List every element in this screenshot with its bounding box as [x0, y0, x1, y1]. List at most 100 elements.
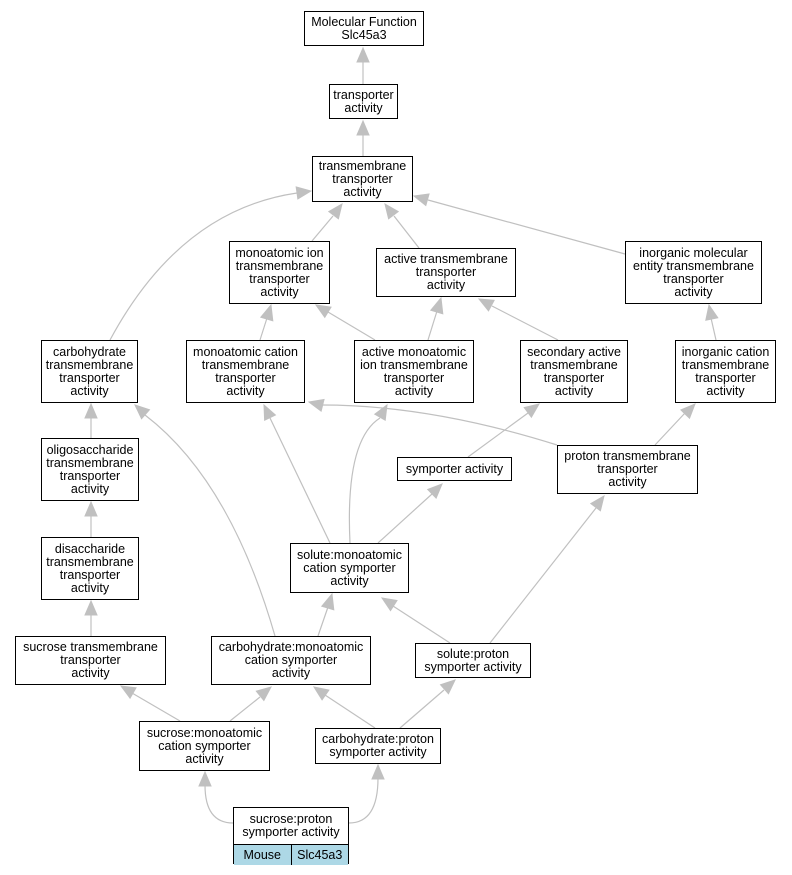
node-monoatomic-ion-transmembrane-transporter-activity: monoatomic ion transmembrane transporter… — [229, 241, 330, 304]
edge-tmta-to-ta — [356, 119, 370, 156]
node-sucrose-transmembrane-transporter-activity: sucrose transmembrane transporter activi… — [15, 636, 166, 685]
node-inorganic-molecular-entity-transmembrane-transporter-activity: inorganic molecular entity transmembrane… — [625, 241, 762, 304]
edge-arrowhead — [426, 483, 443, 500]
node-inorganic-cation-transmembrane-transporter-activity: inorganic cation transmembrane transport… — [675, 340, 776, 403]
edge-line — [377, 493, 433, 544]
edge-cmcs-to-smcs — [317, 592, 335, 637]
edge-icta-to-imeta — [705, 303, 719, 341]
node-active-transmembrane-transporter-activity: active transmembrane transporter activit… — [376, 248, 516, 297]
edge-leaf-to-cps — [348, 763, 385, 824]
edge-amita-to-acta — [427, 296, 444, 341]
edge-arrowhead — [255, 686, 272, 702]
edge-smcs-to-mcta — [263, 403, 331, 544]
edge-smcs-to-amita — [348, 403, 388, 544]
edge-sumcs-to-cmcs — [229, 686, 272, 722]
node-molecular-function: Molecular Function Slc45a3 — [304, 11, 424, 46]
edge-line — [144, 414, 276, 637]
edge-line — [393, 215, 420, 249]
edge-imeta-to-tmta — [412, 193, 626, 255]
edge-arrowhead — [198, 770, 212, 787]
edge-line — [109, 192, 298, 341]
edge-sym-to-sata — [467, 403, 541, 458]
gene-cell: Slc45a3 — [290, 845, 348, 865]
edge-arrowhead — [134, 404, 151, 420]
edge-arrowhead — [312, 686, 330, 701]
edge-arrowhead — [356, 46, 370, 63]
edge-arrowhead — [589, 494, 605, 512]
edge-line — [327, 311, 376, 341]
edge-line — [399, 689, 445, 729]
edge-cps-to-cmcs — [312, 686, 376, 729]
leaf-term-label: sucrose:proton symporter activity — [242, 812, 340, 839]
edge-line — [427, 310, 438, 341]
edge-sps-to-ptta — [489, 494, 605, 644]
node-proton-transmembrane-transporter-activity: proton transmembrane transporter activit… — [557, 445, 698, 494]
edge-sata-to-acta — [477, 298, 559, 341]
edge-suta-to-dita — [84, 599, 98, 636]
edge-arrowhead — [705, 303, 719, 321]
node-carbohydrate-transmembrane-transporter-activity: carbohydrate transmembrane transporter a… — [41, 340, 138, 403]
edge-line — [204, 784, 234, 824]
edge-arrowhead — [84, 599, 98, 616]
edge-line — [489, 507, 597, 644]
edge-chta-to-tmta — [109, 186, 313, 341]
edge-mcta-to-mita — [259, 303, 274, 341]
edge-arrowhead — [307, 398, 325, 413]
node-sucrose-proton-symporter-activity: sucrose:proton symporter activity Mouse … — [233, 807, 349, 865]
edge-arrowhead — [679, 403, 696, 420]
edge-line — [259, 317, 268, 341]
edge-arrowhead — [295, 186, 313, 200]
edge-arrowhead — [384, 202, 400, 220]
node-symporter-activity: symporter activity — [397, 457, 512, 481]
edge-arrowhead — [259, 303, 274, 322]
node-solute-monoatomic-cation-symporter-activity: solute:monoatomic cation symporter activ… — [290, 543, 409, 593]
node-solute-proton-symporter-activity: solute:proton symporter activity — [415, 643, 531, 678]
edge-arrowhead — [373, 403, 388, 421]
edge-olta-to-chta — [84, 402, 98, 438]
edge-line — [317, 606, 329, 637]
annotation-row: Mouse Slc45a3 — [234, 844, 348, 865]
edge-acta-to-tmta — [384, 202, 420, 249]
edge-line — [131, 692, 181, 722]
node-carbohydrate-monoatomic-cation-symporter-activity: carbohydrate:monoatomic cation symporter… — [211, 636, 371, 685]
edge-line — [229, 696, 261, 722]
edge-line — [392, 605, 451, 644]
edge-mita-to-tmta — [311, 202, 343, 242]
edge-arrowhead — [439, 679, 456, 695]
edge-arrowhead — [371, 763, 385, 780]
edge-arrowhead — [412, 193, 430, 207]
edge-ptta-to-icta — [654, 403, 696, 446]
edge-arrowhead — [119, 685, 137, 700]
edge-arrowhead — [84, 500, 98, 517]
node-disaccharide-transmembrane-transporter-activity: disaccharide transmembrane transporter a… — [41, 537, 139, 600]
edge-line — [269, 417, 331, 544]
edge-smcs-to-sym — [377, 483, 443, 544]
edge-leaf-to-sumcs — [198, 770, 234, 824]
edge-line — [311, 215, 334, 242]
edge-arrowhead — [327, 202, 343, 220]
edge-sps-to-smcs — [380, 597, 451, 644]
edge-arrowhead — [429, 296, 444, 315]
node-active-monoatomic-ion-transmembrane-transporter-activity: active monoatomic ion transmembrane tran… — [354, 340, 474, 403]
edge-dita-to-olta — [84, 500, 98, 537]
edge-sumcs-to-suta — [119, 685, 181, 722]
edge-amita-to-mita — [314, 304, 376, 341]
edge-arrowhead — [380, 597, 398, 612]
edge-line — [321, 404, 558, 446]
edge-line — [348, 777, 379, 824]
edge-line — [467, 412, 529, 458]
edge-line — [654, 412, 686, 446]
edge-line — [348, 417, 381, 544]
edge-arrowhead — [320, 592, 335, 611]
node-carbohydrate-proton-symporter-activity: carbohydrate:proton symporter activity — [315, 728, 441, 764]
edge-line — [324, 694, 376, 729]
edge-cps-to-sps — [399, 679, 456, 729]
edge-arrowhead — [356, 119, 370, 136]
edge-ta-to-mf — [356, 46, 370, 84]
edge-arrowhead — [263, 403, 277, 421]
edge-arrowhead — [523, 403, 541, 419]
node-monoatomic-cation-transmembrane-transporter-activity: monoatomic cation transmembrane transpor… — [186, 340, 305, 403]
edge-ptta-to-mcta — [307, 398, 558, 446]
node-transporter-activity: transporter activity — [329, 84, 398, 119]
